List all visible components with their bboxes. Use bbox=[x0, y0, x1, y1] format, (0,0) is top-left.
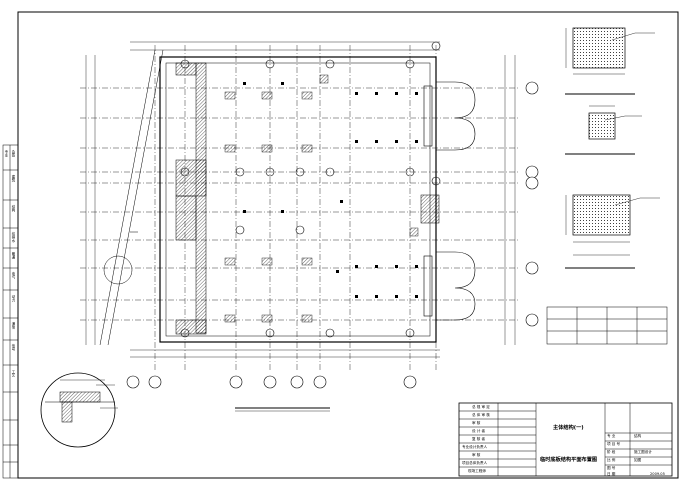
side-label-3: 结构 bbox=[11, 205, 15, 212]
tb-right-label-2: 阶 段 bbox=[607, 450, 616, 454]
side-label-0: 专业 bbox=[4, 150, 8, 157]
diagonal-boundary bbox=[99, 49, 164, 346]
legend-table bbox=[546, 306, 668, 345]
side-label-8: 通信 bbox=[11, 322, 15, 329]
title-block-grid bbox=[458, 402, 673, 477]
detail-pilecap-1 bbox=[565, 27, 655, 95]
side-label-2: 建筑 bbox=[11, 175, 15, 182]
detail-pilecap-3 bbox=[565, 194, 660, 269]
tb-label-2: 审 核 bbox=[472, 421, 481, 425]
tb-right-label-1: 项 目 号 bbox=[607, 442, 621, 446]
pile-markers bbox=[243, 82, 418, 298]
drawing-title-line2: 临时底板结构平面布置图 bbox=[540, 457, 598, 463]
tb-label-6: 审 核 bbox=[472, 453, 481, 457]
tb-label-5: 专业设计负责人 bbox=[462, 445, 488, 449]
column-pads bbox=[224, 74, 419, 323]
side-label-10: 工艺 bbox=[11, 370, 15, 377]
tb-right-label-5: 日 期 bbox=[607, 472, 616, 476]
tb-right-label-4: 图 号 bbox=[607, 466, 616, 470]
tb-right-value-2: 施工图设计 bbox=[634, 450, 652, 454]
tb-label-7: 项目总体负责人 bbox=[462, 461, 488, 465]
side-strip bbox=[2, 144, 19, 479]
side-label-4: 给排水 bbox=[11, 232, 15, 243]
tb-label-1: 总 体 审 核 bbox=[472, 413, 490, 417]
detail-pilecap-2 bbox=[565, 105, 642, 155]
axis-bubbles-bottom bbox=[126, 375, 417, 389]
tb-right-value-5: 2009.05 bbox=[650, 472, 665, 476]
side-label-7: 动力 bbox=[11, 295, 15, 302]
hatched-walls bbox=[175, 62, 440, 335]
tb-label-4: 复 核 者 bbox=[472, 437, 486, 441]
side-label-9: 信号 bbox=[11, 344, 15, 351]
axis-bubbles-right bbox=[525, 81, 539, 327]
side-label-1: 会签 bbox=[11, 150, 15, 157]
tb-label-8: 现场工程师 bbox=[468, 469, 486, 473]
detail-callout bbox=[40, 372, 118, 448]
side-label-6: 电气 bbox=[11, 272, 15, 279]
grid-lines-horizontal bbox=[80, 87, 520, 321]
tb-right-label-0: 专 业 bbox=[607, 434, 616, 438]
tb-right-value-3: 如图 bbox=[634, 458, 642, 462]
tb-label-0: 总 规 审 定 bbox=[472, 405, 490, 409]
tb-label-3: 设 计 者 bbox=[472, 429, 486, 433]
column-circles bbox=[180, 41, 441, 338]
tb-right-label-3: 比 例 bbox=[607, 458, 616, 462]
drawing-title-line1: 主体结构(一) bbox=[553, 425, 584, 431]
shaft-outlines bbox=[423, 81, 476, 321]
tb-right-value-0: 结构 bbox=[634, 434, 642, 438]
side-label-5: 暖通 bbox=[11, 252, 15, 259]
plan-outline bbox=[85, 41, 516, 358]
